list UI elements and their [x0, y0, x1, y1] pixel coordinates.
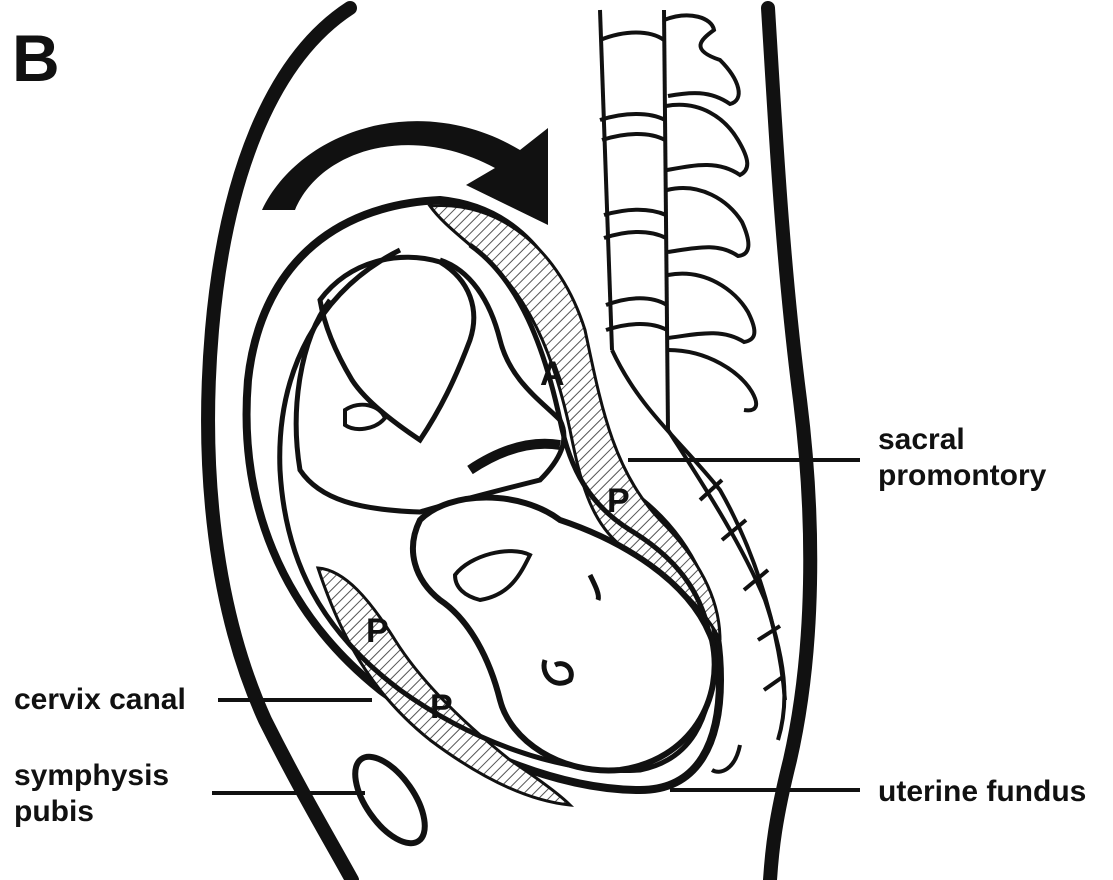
rotation-arrow-icon	[262, 121, 548, 225]
placenta-marker-posterior-upper: P	[607, 482, 630, 521]
label-sacral-line1: sacral	[878, 422, 1046, 458]
label-symphysis-line2: pubis	[14, 794, 169, 830]
label-uterine-fundus: uterine fundus	[878, 774, 1086, 810]
posterior-body-wall	[768, 8, 810, 880]
label-symphysis-line1: symphysis	[14, 758, 169, 794]
placenta-marker-posterior-lower: P	[430, 688, 453, 727]
fetal-foot	[345, 405, 385, 429]
umbilical-cord	[470, 444, 560, 470]
placenta-marker-anterior: A	[540, 355, 565, 394]
symphysis-pubis-bone	[342, 745, 439, 854]
placenta-marker-posterior-mid: P	[366, 612, 389, 651]
label-sacral-promontory: sacral promontory	[878, 422, 1046, 494]
label-symphysis-pubis: symphysis pubis	[14, 758, 169, 830]
label-sacral-line2: promontory	[878, 458, 1046, 494]
label-cervix-canal: cervix canal	[14, 682, 186, 718]
panel-letter: B	[12, 20, 60, 96]
